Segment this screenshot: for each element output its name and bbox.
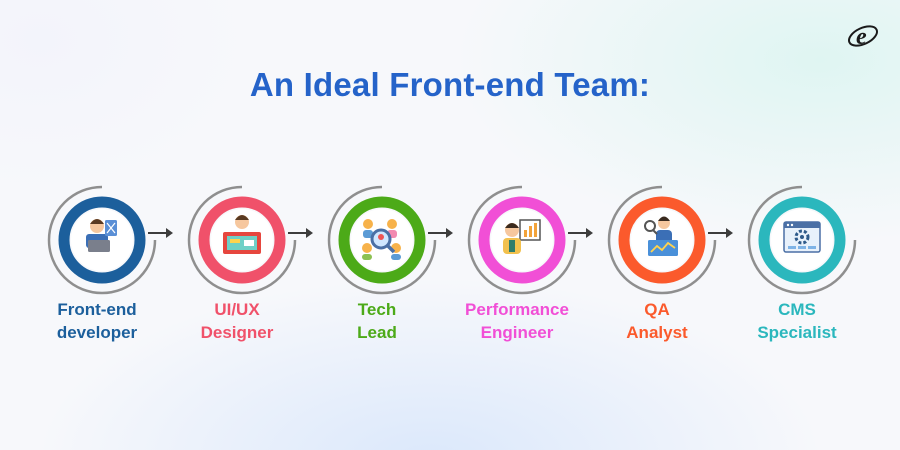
- performance-engineer-icon: [503, 219, 541, 254]
- role-ring: [467, 185, 577, 295]
- arrow-right-icon: [428, 228, 453, 238]
- role-label-line1: Tech: [357, 300, 397, 319]
- role-ring: [327, 185, 437, 295]
- role-label: CMS Specialist: [732, 298, 862, 344]
- role-label-line1: CMS: [778, 300, 816, 319]
- role-ring: [47, 185, 157, 295]
- role-ring: [747, 185, 857, 295]
- role-performance-engineer: Performance Engineer: [462, 180, 602, 350]
- role-label-line1: QA: [644, 300, 670, 319]
- role-qa-analyst: QA Analyst: [602, 180, 742, 350]
- role-label: UI/UX Designer: [172, 298, 302, 344]
- arrow-right-icon: [148, 228, 173, 238]
- developer-icon: [86, 219, 117, 252]
- role-label-line2: Specialist: [757, 323, 837, 342]
- role-label: Tech Lead: [312, 298, 442, 344]
- designer-icon: [223, 215, 261, 254]
- role-label-line2: Engineer: [480, 323, 554, 342]
- role-ui-ux-designer: UI/UX Designer: [182, 180, 322, 350]
- role-ring: [607, 185, 717, 295]
- arrow-right-icon: [708, 228, 733, 238]
- role-label-line1: UI/UX: [214, 300, 260, 319]
- role-label-line1: Front-end: [57, 300, 137, 319]
- role-label-line2: Designer: [200, 323, 274, 342]
- e-logo-icon: e: [847, 24, 879, 50]
- qa-analyst-icon: [644, 216, 678, 256]
- role-tech-lead: Tech Lead: [322, 180, 462, 350]
- role-label: QA Analyst: [592, 298, 722, 344]
- role-cms-specialist: CMS Specialist: [742, 180, 882, 350]
- role-label: Front-end developer: [32, 298, 162, 344]
- role-ring: [187, 185, 297, 295]
- team-lead-icon: [362, 219, 401, 260]
- role-front-end-developer: Front-end developer: [42, 180, 182, 350]
- svg-text:e: e: [856, 24, 867, 50]
- role-label-line2: Lead: [357, 323, 397, 342]
- arrow-right-icon: [288, 228, 313, 238]
- arrow-right-icon: [568, 228, 593, 238]
- role-label-line2: developer: [56, 323, 138, 342]
- role-label-line2: Analyst: [626, 323, 688, 342]
- role-label-line1: Performance: [465, 300, 569, 319]
- cms-icon: [783, 221, 821, 253]
- page-title: An Ideal Front-end Team:: [249, 66, 651, 103]
- role-label: Performance Engineer: [452, 298, 582, 344]
